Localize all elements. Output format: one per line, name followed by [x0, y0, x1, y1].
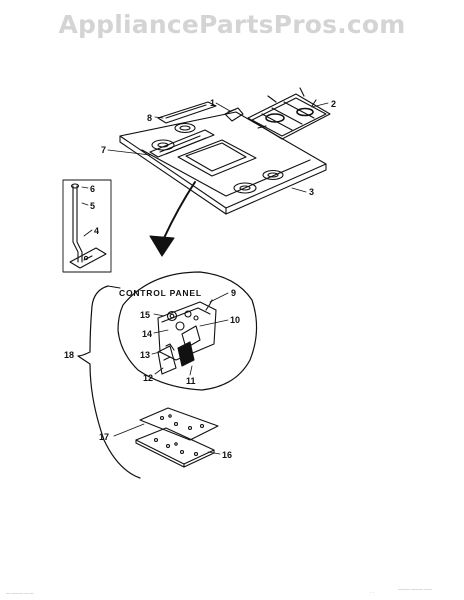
callout-14: 14 — [142, 329, 152, 339]
callout-1: 1 — [210, 98, 215, 108]
assembly-brace — [77, 285, 141, 479]
callout-10: 10 — [230, 315, 240, 325]
callout-3: 3 — [309, 187, 314, 197]
control-panel-detail — [117, 271, 258, 391]
callout-6: 6 — [90, 184, 95, 194]
callout-9: 9 — [231, 288, 236, 298]
callout-11: 11 — [186, 376, 196, 386]
cooktop-assembly — [119, 111, 327, 215]
callout-2: 2 — [331, 99, 336, 109]
bracket-part — [224, 107, 244, 122]
callout-7: 7 — [101, 145, 106, 155]
callout-17: 17 — [99, 432, 109, 442]
assembly-arrow — [149, 181, 196, 257]
footer-right-text: ——— ——— —— — [398, 586, 432, 591]
burner-grate — [247, 87, 331, 140]
callout-16: 16 — [222, 450, 232, 460]
mounting-plate-lower — [135, 427, 215, 468]
mounting-plate-upper — [139, 407, 219, 441]
watermark-text: AppliancePartsPros.com — [58, 10, 406, 39]
callout-8: 8 — [147, 113, 152, 123]
callout-13: 13 — [140, 350, 150, 360]
footer-mid-text: · · — [370, 590, 374, 595]
callout-5: 5 — [90, 201, 95, 211]
footer-left-text: — ——— — — — [6, 590, 33, 595]
igniter-rod-assembly — [62, 179, 112, 273]
control-panel-label: CONTROL PANEL — [119, 288, 202, 298]
callout-4: 4 — [94, 226, 99, 236]
callout-12: 12 — [143, 373, 153, 383]
callout-18: 18 — [64, 350, 74, 360]
trim-strip-part — [157, 101, 217, 124]
callout-15: 15 — [140, 310, 150, 320]
